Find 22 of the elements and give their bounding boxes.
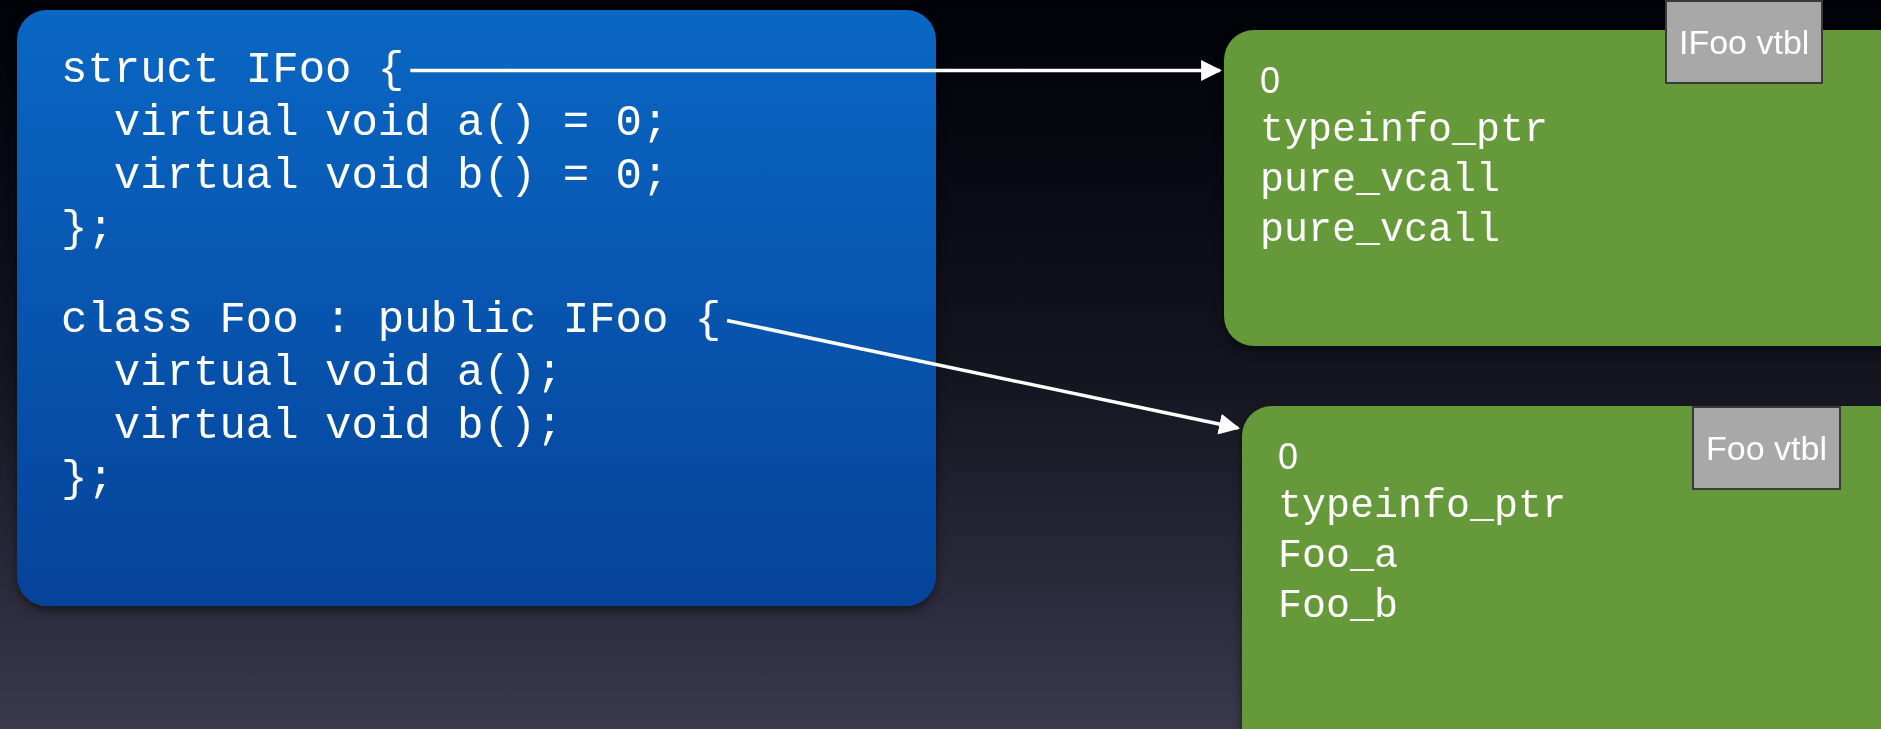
code-panel (17, 10, 936, 606)
vtable-entry: typeinfo_ptr (1260, 107, 1549, 155)
vtable-entry: pure_vcall (1260, 157, 1502, 205)
vtable-entry: typeinfo_ptr (1278, 483, 1567, 531)
vtable-tag: Foo vtbl (1692, 406, 1841, 490)
vtable-entry: 0 (1260, 59, 1282, 103)
code-line: class Foo : public IFoo { (61, 294, 722, 347)
code-line: struct IFoo { (61, 44, 405, 97)
vtable-tag: IFoo vtbl (1665, 0, 1824, 84)
code-line: }; (61, 453, 114, 506)
vtable-entry: 0 (1278, 435, 1300, 479)
vtable-entry: Foo_a (1278, 533, 1400, 581)
vtable-box (1242, 406, 1881, 729)
code-line: virtual void a(); (113, 347, 563, 400)
code-line: }; (61, 203, 114, 256)
code-line: virtual void b(); (113, 400, 563, 453)
code-line: virtual void b() = 0; (113, 150, 669, 203)
vtable-entry: Foo_b (1278, 583, 1400, 631)
vtable-entry: pure_vcall (1260, 207, 1502, 255)
arrow (410, 60, 1223, 81)
arrow (726, 318, 1241, 435)
code-line: virtual void a() = 0; (113, 97, 669, 150)
